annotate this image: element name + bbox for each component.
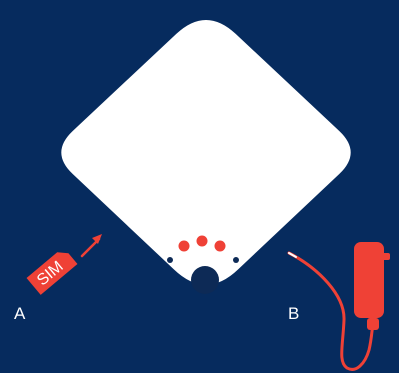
power-button — [191, 266, 219, 294]
status-light-2 — [197, 236, 208, 247]
label-a: A — [14, 305, 25, 322]
status-light-3 — [215, 241, 226, 252]
indicator-dot-left — [167, 257, 173, 263]
label-b: B — [288, 305, 299, 322]
status-light-1 — [179, 241, 190, 252]
indicator-dot-right — [233, 257, 239, 263]
